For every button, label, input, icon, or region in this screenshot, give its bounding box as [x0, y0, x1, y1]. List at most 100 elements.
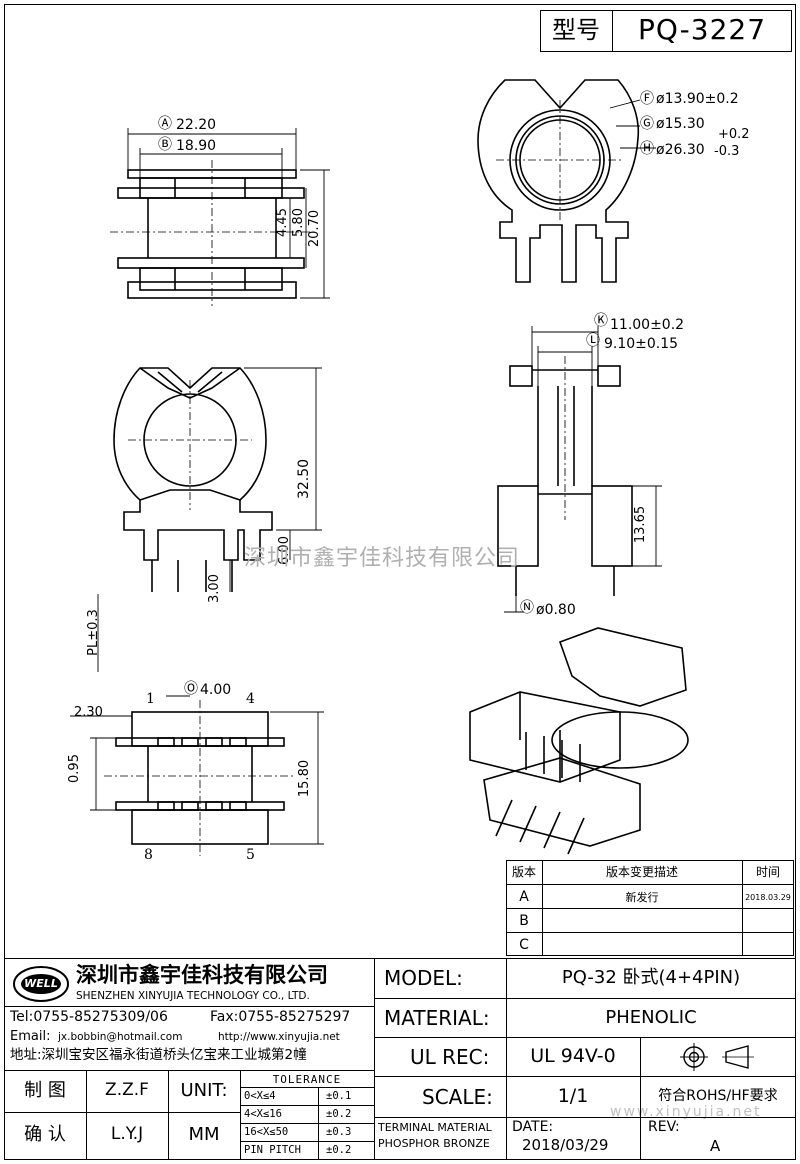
date-label: DATE: [512, 1119, 554, 1135]
dim-p: 15.80 [297, 759, 313, 798]
ulrec-label: UL REC: [410, 1045, 490, 1069]
dim-i: 32.50 [296, 458, 313, 500]
tb-value-col [640, 1037, 641, 1160]
marker-o: Ⓞ [184, 681, 198, 697]
tb-label-col [506, 958, 507, 1160]
rev-vrule-1 [542, 860, 543, 956]
dim-h: ø26.30 [656, 142, 705, 158]
tol-col [318, 1087, 319, 1160]
marker-b: Ⓑ [158, 137, 172, 153]
rev-row-date: 2018.03.29 [745, 893, 791, 902]
dim-h-tol-minus: -0.3 [714, 144, 740, 159]
dim-d: 4.45 [274, 208, 290, 237]
watermark-text: 深圳市鑫宇佳科技有限公司 [244, 546, 521, 571]
dim-pin-len: 3.00 [206, 574, 222, 603]
tb-divider-main [374, 958, 375, 1160]
dim-c: 5.80 [290, 208, 306, 237]
company-address: 地址:深圳宝安区福永街道桥头亿宝来工业城第2幢 [10, 1047, 307, 1063]
marker-a: Ⓐ [158, 116, 172, 132]
ulrec-value: UL 94V-0 [530, 1045, 616, 1067]
dim-j: 13.65 [633, 505, 649, 544]
view-isometric [469, 627, 689, 855]
rev-hrule-2 [506, 908, 794, 909]
pin-label-5: 5 [246, 847, 255, 863]
material-value: PHENOLIC [605, 1007, 697, 1028]
tb-row-2 [374, 1037, 796, 1038]
unit-value: MM [188, 1124, 220, 1145]
tol-value: ±0.1 [326, 1090, 352, 1102]
tol-range: 4<X≤16 [244, 1108, 282, 1120]
tol-rule-0 [240, 1087, 374, 1088]
tol-range: PIN PITCH [244, 1144, 301, 1156]
header-box [540, 10, 792, 52]
dim-f: ø13.90±0.2 [656, 91, 739, 107]
rev-header-ver: 版本 [511, 865, 536, 879]
signoff-top [4, 1070, 374, 1071]
marker-n: Ⓝ [520, 600, 534, 616]
signoff-col-2 [168, 1070, 169, 1160]
tol-value: ±0.2 [326, 1144, 352, 1156]
view-side-mid [497, 365, 633, 596]
signoff-col-1 [86, 1070, 87, 1160]
rohs-note: 符合ROHS/HF要求 [658, 1088, 778, 1104]
projection-symbol-icon [680, 1043, 754, 1071]
tb-row-3 [374, 1076, 796, 1077]
company-email[interactable]: jx.bobbin@hotmail.com [58, 1031, 183, 1043]
rev-hrule-1 [506, 884, 794, 885]
tol-range: 16<X≤50 [244, 1126, 289, 1138]
rev-row-ver: B [519, 913, 529, 929]
dim-k: 11.00±0.2 [610, 317, 685, 333]
dim-g: ø15.30 [656, 116, 705, 132]
pin-label-1: 1 [146, 691, 155, 707]
date-value: 2018/03/29 [522, 1136, 609, 1154]
company-fax: Fax:0755-85275297 [210, 1009, 351, 1025]
pin-label-4: 4 [246, 691, 255, 707]
rev-value: A [710, 1137, 721, 1155]
unit-label: UNIT: [180, 1080, 228, 1101]
company-tel: Tel:0755-85275309/06 [10, 1009, 168, 1025]
company-name-en: SHENZHEN XINYUJIA TECHNOLOGY CO., LTD. [76, 990, 310, 1002]
company-website[interactable]: http://www.xinyujia.net [218, 1031, 340, 1043]
tol-range: 0<X≤4 [244, 1090, 276, 1102]
model-label: MODEL: [384, 966, 463, 990]
model-code: PQ-3227 [637, 13, 767, 46]
company-name-cn: 深圳市鑫宇佳科技有限公司 [76, 963, 328, 987]
signoff-col-3 [240, 1070, 241, 1160]
marker-g: Ⓖ [640, 116, 654, 132]
technical-drawing [70, 79, 689, 856]
dim-pl: PL±0.3 [85, 609, 101, 656]
company-email-label: Email: [10, 1029, 51, 1044]
check-value: L.Y.J [110, 1124, 144, 1144]
dim-e: 20.70 [307, 209, 323, 248]
sheet-border [4, 4, 796, 1160]
tol-title: TOLERANCE [272, 1073, 342, 1086]
rev-header-date: 时间 [755, 865, 780, 879]
dimension-layer [70, 99, 662, 845]
tb-row-1 [374, 998, 796, 999]
draw-label: 制 图 [24, 1080, 66, 1101]
titleblock-top-rule [4, 958, 796, 959]
tol-value: ±0.2 [326, 1108, 352, 1120]
material-label: MATERIAL: [384, 1006, 490, 1030]
rev-row-ver: C [519, 937, 529, 953]
tol-rule-3 [240, 1141, 374, 1142]
rev-row-ver: A [519, 889, 529, 905]
tol-rule-1 [240, 1105, 374, 1106]
pin-label-8: 8 [144, 847, 153, 863]
marker-h: Ⓗ [640, 141, 654, 157]
dim-h-tol-plus: +0.2 [718, 127, 750, 142]
dim-l: 9.10±0.15 [604, 336, 679, 352]
company-logo: WELL [12, 964, 70, 1004]
marker-k: Ⓚ [594, 313, 608, 329]
logo-text: WELL [24, 977, 58, 990]
tb-row-4 [374, 1117, 796, 1118]
company-rule [4, 1006, 374, 1007]
signoff-mid [4, 1112, 240, 1113]
tol-rule-2 [240, 1123, 374, 1124]
rev-header-desc: 版本变更描述 [605, 865, 678, 879]
tol-value: ±0.3 [326, 1126, 352, 1138]
rev-vrule-2 [742, 860, 743, 956]
dim-095: 0.95 [66, 754, 82, 783]
rev-hrule-3 [506, 932, 794, 933]
